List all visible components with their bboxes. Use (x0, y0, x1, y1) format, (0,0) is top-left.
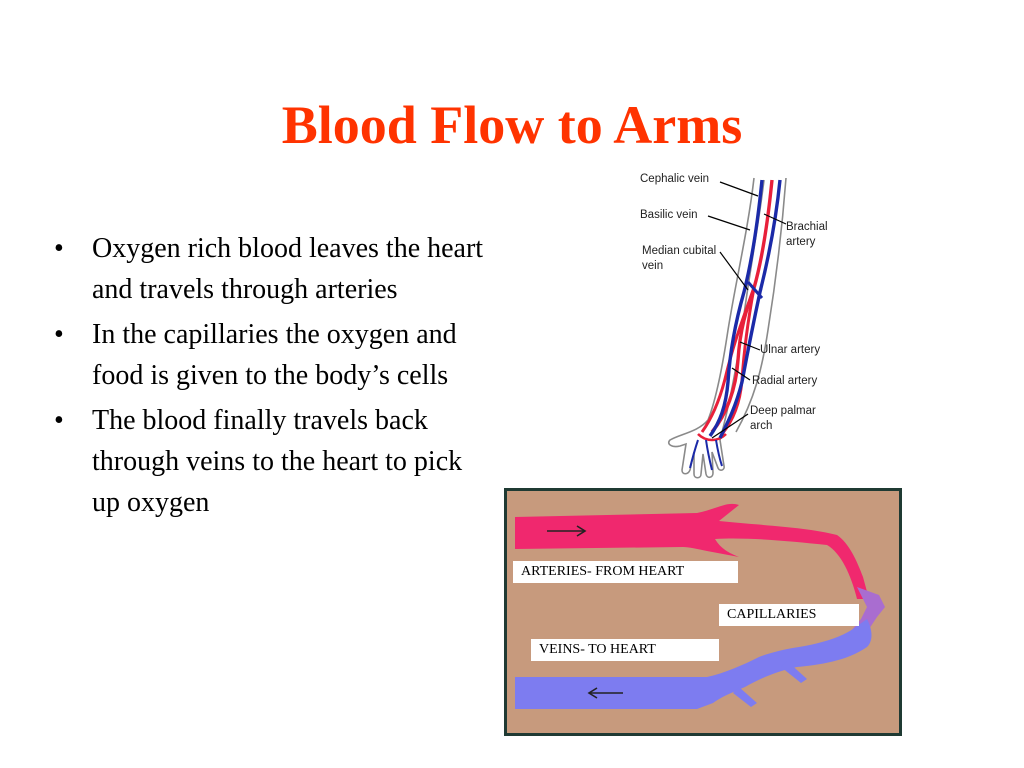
pointer-radial (731, 367, 751, 381)
pointer-brachial (763, 213, 787, 225)
label-brachial-artery: Brachial artery (786, 221, 828, 248)
bullet-item: • Oxygen rich blood leaves the heart and… (50, 228, 490, 310)
vein-branch (733, 687, 757, 707)
label-basilic-vein: Basilic vein (640, 209, 698, 221)
radial-artery (700, 293, 754, 433)
basilic-vein (708, 179, 764, 437)
palmar-arch (697, 433, 727, 442)
bullet-dot-icon: • (54, 405, 64, 436)
label-veins: VEINS- TO HEART (531, 639, 719, 661)
label-ulnar-artery: Ulnar artery (760, 344, 821, 356)
pointer-median-cubital (719, 251, 749, 291)
arrow-right-icon (547, 525, 587, 537)
label-median-cubital-vein: Median cubital vein (642, 245, 717, 272)
median-cubital-vein (746, 281, 764, 299)
label-capillaries: CAPILLARIES (719, 604, 859, 626)
cephalic-vein (718, 179, 782, 439)
arm-vessel-diagram: Cephalic vein Basilic vein Brachial arte… (636, 170, 856, 480)
bullet-item: • In the capillaries the oxygen and food… (50, 314, 490, 396)
bullet-text: In the capillaries the oxygen and food i… (92, 319, 457, 391)
flow-illustration (515, 503, 885, 709)
pointer-basilic (707, 215, 751, 231)
pointer-ulnar (739, 341, 761, 351)
bullet-text: Oxygen rich blood leaves the heart and t… (92, 233, 484, 305)
label-radial-artery: Radial artery (752, 375, 818, 387)
hand-veins (689, 439, 723, 471)
pointer-palmar (711, 413, 749, 439)
label-deep-palmar-arch: Deep palmar arch (750, 405, 816, 432)
arm-illustration (667, 177, 787, 479)
bullet-dot-icon: • (54, 319, 64, 350)
label-arteries: ARTERIES- FROM HEART (513, 561, 738, 583)
arrow-left-icon (587, 687, 623, 699)
bullet-dot-icon: • (54, 233, 64, 264)
artery-vessel (515, 503, 869, 599)
bullet-item: • The blood finally travels back through… (50, 400, 490, 523)
vein-vessel (515, 619, 872, 709)
arm-outline (667, 177, 765, 479)
circulation-flow-diagram: ARTERIES- FROM HEART CAPILLARIES VEINS- … (504, 488, 902, 736)
label-cephalic-vein: Cephalic vein (640, 173, 710, 185)
slide-title: Blood Flow to Arms (281, 95, 743, 155)
bullet-list: • Oxygen rich blood leaves the heart and… (50, 228, 490, 527)
vein-branch (781, 661, 807, 683)
bullet-text: The blood finally travels back through v… (92, 405, 463, 518)
pointer-cephalic (719, 181, 759, 197)
arm-outline-outer (735, 177, 787, 433)
